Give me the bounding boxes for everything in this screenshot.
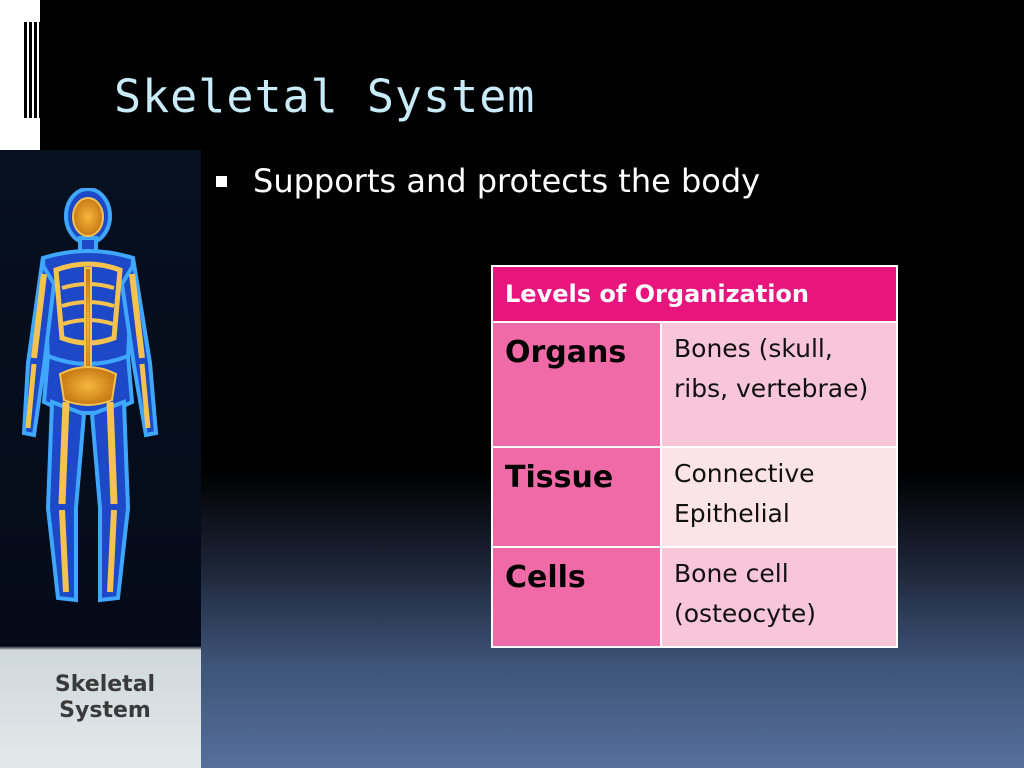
square-bullet-icon (216, 175, 227, 187)
caption-line: Skeletal (54, 672, 156, 697)
image-caption: Skeletal System (0, 672, 210, 724)
levels-table: Levels of Organization Organs Bones (sku… (491, 265, 898, 648)
level-label: Cells (491, 546, 662, 648)
bullet-item: Supports and protects the body (216, 162, 760, 200)
slide-title: Skeletal System (114, 70, 536, 123)
description-line: Bone cell (674, 559, 789, 588)
level-description: Bones (skull, ribs, vertebrae) (660, 321, 898, 448)
table-row: Organs Bones (skull, ribs, vertebrae) (491, 321, 898, 448)
level-description: Bone cell (osteocyte) (660, 546, 898, 648)
vertical-bars-decoration (24, 22, 42, 118)
skeleton-figure (21, 188, 159, 603)
caption-line: System (59, 698, 151, 723)
table-row: Tissue Connective Epithelial (491, 446, 898, 548)
description-line: ribs, vertebrae) (674, 374, 869, 403)
description-line: Connective (674, 459, 815, 488)
description-line: (osteocyte) (674, 599, 817, 628)
description-line: Bones (skull, (674, 334, 833, 363)
table-row: Cells Bone cell (osteocyte) (491, 546, 898, 648)
table-header-row: Levels of Organization (491, 265, 898, 323)
level-description: Connective Epithelial (660, 446, 898, 548)
slide-edge-decoration (0, 0, 42, 150)
level-label: Tissue (491, 446, 662, 548)
bullet-text: Supports and protects the body (253, 162, 761, 200)
level-label: Organs (491, 321, 662, 448)
table-header: Levels of Organization (491, 265, 898, 323)
description-line: Epithelial (674, 499, 790, 528)
